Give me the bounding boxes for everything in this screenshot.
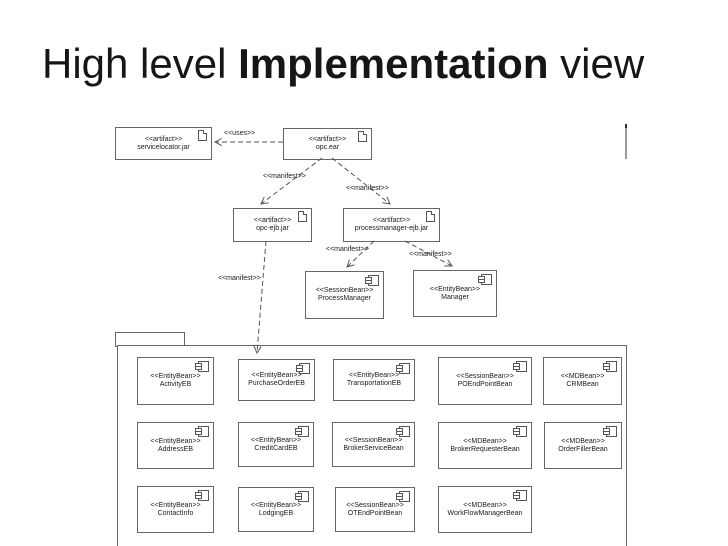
component-icon — [603, 361, 617, 372]
stereotype-label: <<SessionBean>> — [346, 501, 404, 509]
bean-box-activityeb: <<EntityBean>> ActivityEB — [137, 357, 214, 405]
stereotype-label: <<EntityBean>> — [150, 373, 201, 380]
artifact-node-servicelocator: <<artifact>> servicelocator.jar — [115, 127, 212, 160]
stereotype-label: <<SessionBean>> — [344, 436, 403, 444]
bean-name: ActivityEB — [159, 381, 192, 388]
bean-box-otendpointbean: <<SessionBean>> OTEndPointBean — [335, 487, 415, 532]
bean-box-brokerrequesterbean: <<MDBean>> BrokerRequesterBean — [438, 422, 532, 469]
bean-box-creditcardeb: <<EntityBean>> CreditCardEB — [238, 422, 314, 467]
bean-name: ContactInfo — [157, 509, 194, 517]
bean-box-contactinfo: <<EntityBean>> ContactInfo — [137, 486, 214, 533]
component-icon — [195, 490, 209, 501]
title-suffix: view — [548, 40, 645, 87]
stereotype-label: <<EntityBean>> — [429, 285, 481, 293]
bean-name: CRMBean — [566, 381, 599, 388]
bean-name: WorkFlowManagerBean — [447, 509, 523, 517]
bean-box-orderfillerbean: <<MDBean>> OrderFillerBean — [544, 422, 622, 469]
stereotype-label: <<MDBean>> — [561, 437, 605, 445]
component-icon — [478, 274, 492, 285]
stereotype-label: <<EntityBean>> — [150, 437, 201, 445]
bean-name: AddressEB — [157, 445, 194, 453]
stereotype-label: <<artifact>> — [372, 217, 411, 224]
stereotype-label: <<SessionBean>> — [456, 373, 514, 380]
component-icon — [396, 491, 410, 502]
manifest-label: <<manifest>> — [409, 251, 452, 258]
bean-name: LodgingEB — [258, 509, 294, 517]
artifact-icon — [426, 211, 435, 222]
component-icon — [513, 426, 527, 437]
component-node-processmanager: <<SessionBean>> ProcessManager — [305, 271, 384, 319]
bean-name: OTEndPointBean — [347, 509, 403, 517]
stereotype-label: <<EntityBean>> — [250, 436, 302, 444]
bean-name: POEndPointBean — [457, 381, 513, 388]
title-bold: Implementation — [238, 40, 549, 87]
bean-box-workflowmanagerbean: <<MDBean>> WorkFlowManagerBean — [438, 486, 532, 533]
component-icon — [603, 426, 617, 437]
bean-box-addresseb: <<EntityBean>> AddressEB — [137, 422, 214, 469]
component-icon — [195, 361, 209, 372]
stereotype-label: <<MDBean>> — [463, 437, 507, 445]
stereotype-label: <<artifact>> — [144, 135, 183, 143]
bean-name: BrokerServiceBean — [343, 444, 404, 452]
stereotype-label: <<EntityBean>> — [348, 372, 400, 379]
artifact-icon — [358, 131, 367, 142]
bean-box-lodgingeb: <<EntityBean>> LodgingEB — [238, 487, 314, 532]
bean-box-crmbean: <<MDBean>> CRMBean — [543, 357, 622, 405]
artifact-icon — [298, 211, 307, 222]
stereotype-label: <<SessionBean>> — [315, 287, 374, 294]
stereotype-label: <<EntityBean>> — [150, 501, 201, 509]
bean-name: PurchaseOrderEB — [248, 380, 305, 387]
component-icon — [513, 361, 527, 372]
bean-box-purchaseordereb: <<EntityBean>> PurchaseOrderEB — [238, 359, 315, 401]
title-prefix: High level — [42, 40, 239, 87]
artifact-node-opc-ear: <<artifact>> opc.ear — [283, 128, 372, 160]
stereotype-label: <<artifact>> — [308, 136, 347, 143]
node-name: processmanager-ejb.jar — [354, 225, 429, 232]
bean-name: CreditCardEB — [254, 444, 298, 452]
artifact-node-opc-ejb: <<artifact>> opc-ejb.jar — [233, 208, 312, 242]
component-icon — [365, 275, 379, 286]
slide-title: High level Implementation view — [42, 40, 644, 88]
node-name: opc-ejb.jar — [256, 225, 289, 232]
manifest-label: <<manifest>> — [218, 275, 261, 282]
manifest-label: <<manifest>> — [326, 246, 369, 253]
bean-name: BrokerRequesterBean — [450, 445, 520, 453]
component-node-manager: <<EntityBean>> Manager — [413, 270, 497, 317]
bean-box-transportationeb: <<EntityBean>> TransportationEB — [333, 359, 415, 401]
component-icon — [296, 363, 310, 374]
component-icon — [396, 363, 410, 374]
stereotype-label: <<EntityBean>> — [250, 501, 302, 509]
component-icon — [295, 491, 309, 502]
uses-label: <<uses>> — [224, 130, 256, 137]
artifact-node-processmanager-ejb: <<artifact>> processmanager-ejb.jar — [343, 208, 440, 242]
stereotype-label: <<EntityBean>> — [251, 372, 302, 379]
component-icon — [295, 426, 309, 437]
bean-box-brokerservicebean: <<SessionBean>> BrokerServiceBean — [332, 422, 415, 467]
node-name: Manager — [441, 293, 469, 301]
component-icon — [195, 426, 209, 437]
node-name: opc.ear — [315, 144, 340, 151]
vertical-line-fragment — [625, 124, 627, 159]
stereotype-label: <<MDBean>> — [463, 501, 507, 509]
bean-box-poendpointbean: <<SessionBean>> POEndPointBean — [438, 357, 532, 405]
component-icon — [513, 490, 527, 501]
artifact-icon — [198, 130, 207, 141]
manifest-label: <<manifest>> — [263, 173, 306, 180]
bean-name: TransportationEB — [346, 380, 402, 387]
manifest-label: <<manifest>> — [346, 185, 389, 192]
stereotype-label: <<artifact>> — [253, 217, 292, 224]
node-name: servicelocator.jar — [137, 143, 190, 151]
component-icon — [396, 426, 410, 437]
node-name: ProcessManager — [318, 295, 371, 302]
bean-name: OrderFillerBean — [558, 445, 608, 453]
stereotype-label: <<MDBean>> — [560, 373, 605, 380]
